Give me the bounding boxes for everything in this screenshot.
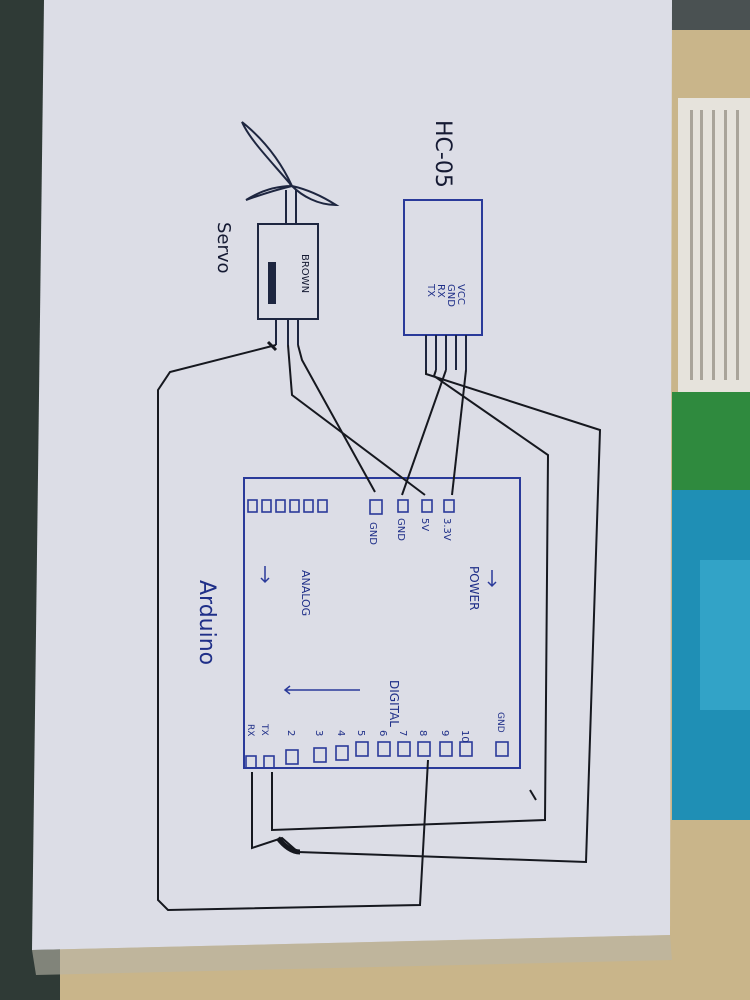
digital-pin-5: 5 <box>355 730 366 736</box>
arduino-board: Arduino 3.3V 5V GND GND POWER ANALOG DIG… <box>194 477 521 769</box>
arduino-outline <box>243 477 521 769</box>
top-right-dark <box>670 0 750 30</box>
wire-servo-5v <box>287 344 426 496</box>
digital-pin-2: 2 <box>285 730 296 736</box>
digital-pin-tx: TX <box>259 723 269 736</box>
power-pin-3v3: 3.3V <box>441 518 452 541</box>
analog-arrow-icon <box>260 566 270 584</box>
wire-hc05-tx <box>251 370 602 864</box>
power-label: POWER <box>467 566 481 610</box>
hc05-pin-gnd: GND <box>445 284 456 307</box>
analog-pins <box>247 499 328 513</box>
wire-hc05-vcc <box>451 369 467 496</box>
wire-hc05-gnd <box>401 369 447 496</box>
digital-pin-9: 9 <box>439 730 450 736</box>
wires <box>157 340 602 912</box>
digital-pin-6: 6 <box>377 730 388 736</box>
breadboard <box>678 98 750 393</box>
blue-board-highlight <box>700 560 750 710</box>
power-pin-gnd-1: GND <box>395 518 406 541</box>
wire-blot <box>276 836 301 855</box>
hc05-body <box>403 199 483 336</box>
analog-label: ANALOG <box>299 570 312 616</box>
paper-shadow-bottom <box>32 935 672 975</box>
paper-sheet <box>32 0 672 950</box>
servo-title: Servo <box>213 222 234 274</box>
green-board <box>672 392 750 507</box>
servo-wire-label: BROWN <box>299 254 310 293</box>
wire-servo-gnd <box>297 344 376 493</box>
digital-pin-7: 7 <box>397 730 408 736</box>
digital-pin-8: 8 <box>417 730 428 736</box>
hc05-module: HC-05 VCC GND RX TX <box>403 120 483 370</box>
digital-pins <box>245 741 509 769</box>
digital-pin-3: 3 <box>313 730 324 736</box>
power-pin-gnd-2: GND <box>367 522 378 545</box>
wire-servo-signal <box>157 344 429 912</box>
digital-pin-gnd: GND <box>495 712 505 733</box>
digital-label: DIGITAL <box>387 680 401 727</box>
digital-pin-10: 10 <box>459 730 470 743</box>
servo: BROWN Servo <box>213 121 340 345</box>
wire-hc05-rx <box>271 369 550 832</box>
hc05-pin-vcc: VCC <box>455 284 466 305</box>
servo-horn-icon <box>241 121 340 207</box>
arduino-title: Arduino <box>194 580 219 665</box>
power-pin-5v: 5V <box>419 518 430 531</box>
hc05-title: HC-05 <box>430 120 455 188</box>
power-pins <box>369 499 455 515</box>
breadboard-holes <box>690 110 739 380</box>
digital-arrow-icon <box>283 685 360 695</box>
digital-pin-4: 4 <box>335 730 346 736</box>
hc05-pin-tx: TX <box>425 283 436 297</box>
hc05-pin-rx: RX <box>435 284 446 298</box>
power-arrow-icon <box>487 570 497 588</box>
servo-marker-blob <box>268 262 276 304</box>
digital-pin-rx: RX <box>245 724 255 736</box>
